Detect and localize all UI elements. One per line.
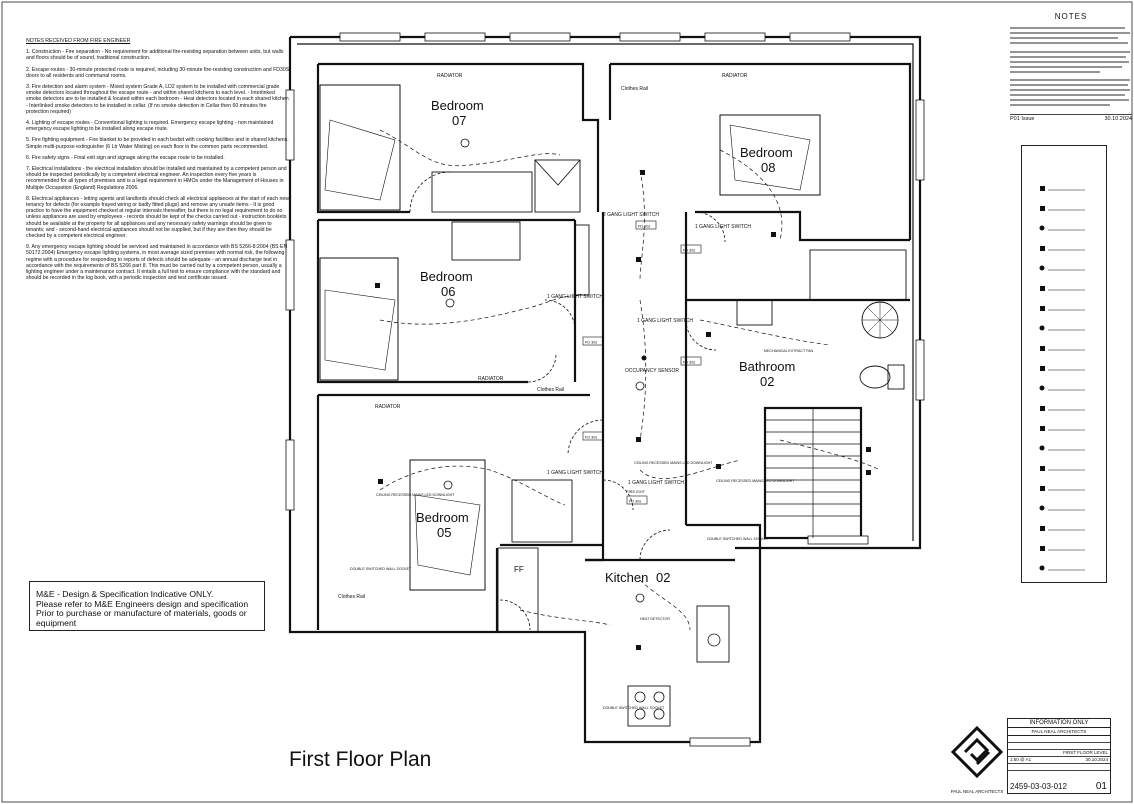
fd30s-boxes bbox=[582, 220, 702, 505]
walls bbox=[288, 35, 922, 744]
issue-date: 30.10.2024 bbox=[1104, 116, 1132, 123]
fd30s-label: FD 30s bbox=[585, 341, 597, 345]
fd30s-label: FD 30s bbox=[683, 361, 695, 365]
clothes-rail-label: Clothes Rail bbox=[621, 86, 648, 92]
status-label: INFORMATION ONLY bbox=[1008, 719, 1110, 728]
socket-label: DOUBLE SWITCHED WALL SOCKET bbox=[350, 567, 412, 571]
door-swings bbox=[409, 171, 726, 631]
note-item: 6. Fire safety signs - Final exit sign a… bbox=[26, 154, 225, 161]
general-notes: NOTES P01 Issue 30.10.2024 bbox=[1010, 12, 1132, 122]
drawing-title-row: FIRST FLOOR LEVEL bbox=[1008, 750, 1110, 757]
drawing-scale: 1:50 @ A1 bbox=[1010, 757, 1032, 762]
notes-heading: NOTES RECEIVED FROM FIRE ENGINEER bbox=[26, 38, 131, 44]
disclaimer-line: M&E - Design & Specification Indicative … bbox=[36, 589, 214, 599]
socket-label: DOUBLE SWITCHED WALL SOCKET bbox=[603, 706, 665, 710]
switch-label: 2 GANG LIGHT SWITCH bbox=[603, 212, 659, 218]
scale-date-row: 1:50 @ A1 30.10.2024 bbox=[1008, 757, 1110, 764]
annotation-labels: RADIATOR RADIATOR RADIATOR RADIATOR Clot… bbox=[338, 73, 814, 710]
stair-treads bbox=[765, 408, 861, 538]
occupancy-sensor-label: OCCUPANCY SENSOR bbox=[625, 368, 679, 374]
heat-detector-label: HEAT DETECTOR bbox=[640, 617, 670, 621]
radiator-label: RADIATOR bbox=[722, 73, 748, 79]
plan-title: First Floor Plan bbox=[289, 748, 432, 771]
room-number-bedroom-05: 05 bbox=[437, 525, 451, 540]
device-symbols bbox=[375, 170, 871, 650]
general-notes-text-block bbox=[1010, 27, 1130, 106]
fd30s-label: FD 30s bbox=[585, 436, 597, 440]
legend-rows bbox=[1048, 189, 1085, 571]
radiator-label: RADIATOR bbox=[375, 404, 401, 410]
fd30s-labels: FD 30s FD 30s FD 30s FD 30s FD 30s FD 30… bbox=[585, 225, 695, 504]
me-disclaimer-box: M&E - Design & Specification Indicative … bbox=[29, 581, 265, 631]
fd30s-label: FD 30s bbox=[638, 225, 650, 229]
note-item: 3. Fire detection and alarm system - Mix… bbox=[26, 84, 289, 115]
fire-exit-label: FIRE EXIT bbox=[626, 489, 646, 494]
room-name-bedroom-06: Bedroom bbox=[420, 269, 473, 284]
room-number-bathroom-02: 02 bbox=[760, 374, 774, 389]
room-number-bedroom-07: 07 bbox=[452, 113, 466, 128]
fire-blanket-label: FF bbox=[514, 565, 524, 574]
furniture-units bbox=[431, 159, 907, 727]
furniture-beds bbox=[319, 84, 821, 591]
disclaimer-line: equipment bbox=[36, 617, 77, 628]
legend-symbols bbox=[1039, 186, 1045, 571]
drawing-date: 30.10.2024 bbox=[1085, 757, 1108, 762]
room-number-bedroom-08: 08 bbox=[761, 160, 775, 175]
switch-label: 1 GANG LIGHT SWITCH bbox=[628, 480, 684, 486]
switch-label: 1 GANG LIGHT SWITCH bbox=[547, 294, 603, 300]
cooker-hob bbox=[634, 633, 721, 720]
disclaimer-line: Prior to purchase or manufacture of mate… bbox=[36, 608, 247, 619]
room-labels: Bedroom 07 Bedroom 06 Bedroom 05 Bedroom… bbox=[416, 98, 795, 585]
downlight-label: CEILING RECESSED MAINS LED DOWNLIGHT bbox=[634, 461, 713, 465]
title-block: INFORMATION ONLY PAUL NEAL ARCHITECTS FI… bbox=[1007, 718, 1111, 794]
detector-symbols bbox=[443, 138, 645, 603]
bathroom-fittings bbox=[736, 299, 905, 390]
radiator-label: RADIATOR bbox=[478, 376, 504, 382]
room-name-bathroom-02: Bathroom bbox=[739, 359, 795, 374]
logo-mark-icon bbox=[950, 725, 1004, 779]
architect-logo: PAUL NEAL ARCHITECTS bbox=[947, 722, 1007, 794]
disclaimer-line: Please refer to M&E Engineers design and… bbox=[36, 598, 249, 609]
note-item: 8. Electrical appliances - letting agent… bbox=[26, 195, 289, 240]
extract-fan-label: MECHANICAL EXTRACT FAN bbox=[764, 349, 814, 353]
note-item: 7. Electrical installations - the electr… bbox=[26, 166, 287, 191]
windows bbox=[285, 32, 925, 747]
socket-label: DOUBLE SWITCHED WALL SOCKET bbox=[707, 537, 769, 541]
clothes-rail-label: Clothes Rail bbox=[338, 594, 365, 600]
note-item: 9. Any emergency escape lighting should … bbox=[26, 244, 288, 282]
switch-label: 1 GANG LIGHT SWITCH bbox=[547, 470, 603, 476]
room-name-bedroom-07: Bedroom bbox=[431, 98, 484, 113]
room-number-kitchen-02: 02 bbox=[656, 570, 670, 585]
note-item: 4. Lighting of escape routes - Conventio… bbox=[26, 120, 274, 133]
note-item: 1. Construction - Fire separation - No r… bbox=[26, 49, 284, 62]
drawing-revision: 01 bbox=[1095, 781, 1107, 792]
note-item: 2. Escape routes - 30-minute protected r… bbox=[26, 66, 290, 79]
fd30s-label: FD 30s bbox=[629, 500, 641, 504]
note-item: 5. Fire fighting equipment - Fire blanke… bbox=[26, 137, 289, 150]
logo-name: PAUL NEAL ARCHITECTS bbox=[950, 789, 1004, 794]
fire-engineer-notes: NOTES RECEIVED FROM FIRE ENGINEER 1. Con… bbox=[26, 38, 290, 287]
switch-label: 1 GANG LIGHT SWITCH bbox=[637, 318, 693, 324]
general-notes-heading: NOTES bbox=[1054, 12, 1088, 21]
issue-row: P01 Issue 30.10.2024 bbox=[1010, 114, 1132, 123]
room-number-bedroom-06: 06 bbox=[441, 284, 455, 299]
clothes-rail-label: Clothes Rail bbox=[537, 387, 564, 393]
issue-code: P01 Issue bbox=[1010, 116, 1035, 123]
room-name-bedroom-05: Bedroom bbox=[416, 510, 469, 525]
symbol-legend bbox=[1021, 145, 1107, 583]
wiring-runs bbox=[379, 129, 881, 631]
fd30s-label: FD 30s bbox=[683, 249, 695, 253]
drawing-title: FIRST FLOOR LEVEL bbox=[1063, 750, 1108, 755]
downlight-label: CEILING RECESSED MAINS LED DOWNLIGHT bbox=[376, 493, 455, 497]
room-name-kitchen-02: Kitchen bbox=[605, 570, 648, 585]
switch-label: 1 GANG LIGHT SWITCH bbox=[695, 224, 751, 230]
firm-name: PAUL NEAL ARCHITECTS bbox=[1008, 728, 1110, 736]
drawing-number: 2459-03-03-012 bbox=[1010, 782, 1067, 791]
downlight-label: CEILING RECESSED MAINS LED DOWNLIGHT bbox=[716, 479, 795, 483]
room-name-bedroom-08: Bedroom bbox=[740, 145, 793, 160]
radiator-label: RADIATOR bbox=[437, 73, 463, 79]
